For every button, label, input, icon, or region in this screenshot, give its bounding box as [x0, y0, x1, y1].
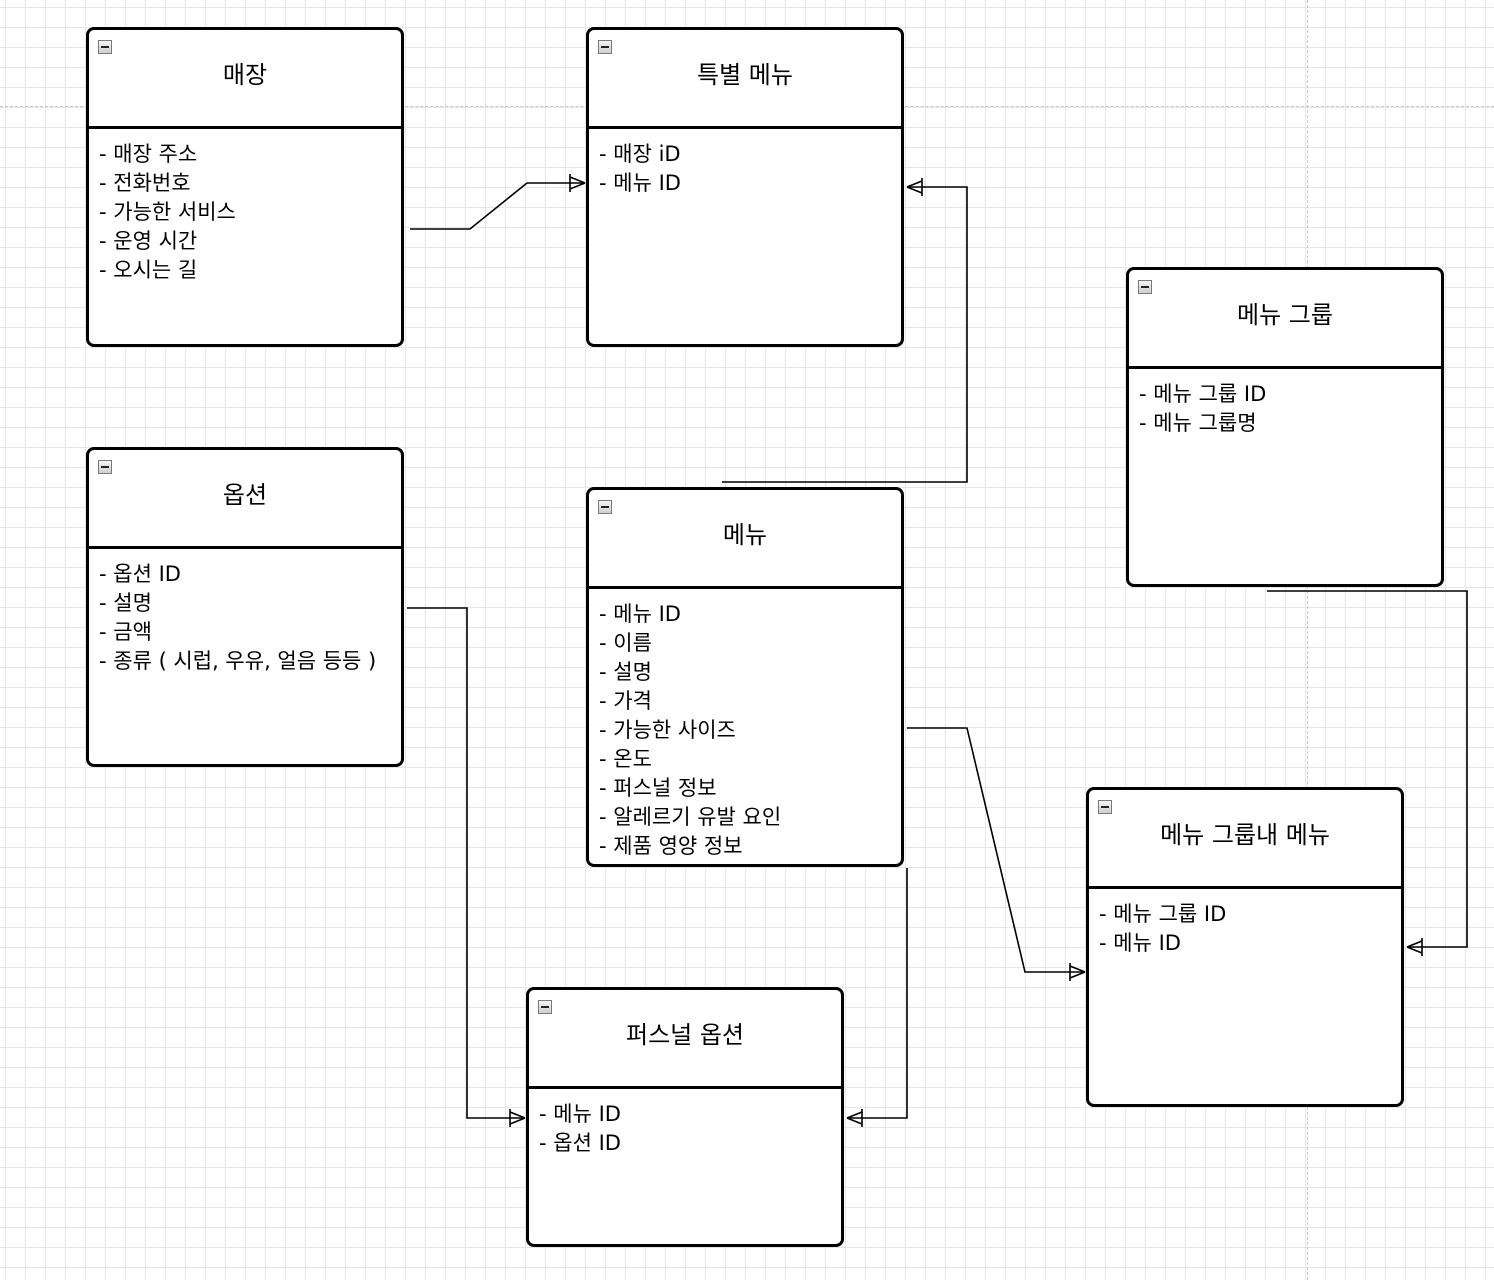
entity-option[interactable]: 옵션 - 옵션 ID - 설명 - 금액 - 종류 ( 시럽, 우유, 얼음 등…	[86, 447, 404, 767]
attribute: - 가격	[599, 689, 652, 713]
attribute: - 메뉴 그룹 ID	[1139, 382, 1267, 406]
edge-menu-group-menu-in-group[interactable]	[1267, 590, 1468, 956]
attribute: - 오시는 길	[99, 258, 198, 282]
edge-store-special-menu[interactable]	[410, 174, 586, 230]
attribute: - 메뉴 ID	[599, 171, 681, 195]
attribute: - 전화번호	[99, 171, 191, 195]
entity-title: 메뉴	[722, 521, 768, 549]
entity-attributes: - 매장 주소 - 전화번호 - 가능한 서비스 - 운영 시간 - 오시는 길	[99, 140, 397, 285]
attribute: - 제품 영양 정보	[599, 834, 743, 858]
edge-option-personal-option[interactable]	[407, 607, 526, 1127]
entity-special-menu[interactable]: 특별 메뉴 - 매장 iD - 메뉴 ID	[586, 27, 904, 347]
attribute: - 가능한 서비스	[99, 200, 236, 224]
edge-menu-menu-in-group[interactable]	[907, 727, 1086, 981]
attribute: - 금액	[99, 620, 152, 644]
entity-attributes: - 메뉴 ID - 이름 - 설명 - 가격 - 가능한 사이즈 - 온도 - …	[599, 600, 897, 861]
entity-header: 메뉴 그룹내 메뉴	[1089, 790, 1401, 889]
crows-foot-marker	[906, 178, 923, 196]
attribute: - 가능한 사이즈	[599, 718, 736, 742]
collapse-icon[interactable]	[598, 40, 612, 54]
crows-foot-marker	[569, 174, 586, 192]
crows-foot-marker	[846, 1109, 863, 1127]
entity-attributes: - 옵션 ID - 설명 - 금액 - 종류 ( 시럽, 우유, 얼음 등등 )	[99, 560, 397, 676]
entity-menu-group[interactable]: 메뉴 그룹 - 메뉴 그룹 ID - 메뉴 그룹명	[1126, 267, 1444, 587]
attribute: - 옵션 ID	[99, 562, 181, 586]
edge-menu-special-menu[interactable]	[722, 178, 968, 483]
attribute: - 설명	[599, 660, 652, 684]
attribute: - 메뉴 ID	[599, 602, 681, 626]
entity-title: 메뉴 그룹	[1237, 301, 1333, 329]
entity-header: 특별 메뉴	[589, 30, 901, 129]
entity-attributes: - 매장 iD - 메뉴 ID	[599, 140, 897, 198]
entity-menu-in-group[interactable]: 메뉴 그룹내 메뉴 - 메뉴 그룹 ID - 메뉴 ID	[1086, 787, 1404, 1107]
crows-foot-marker	[509, 1109, 526, 1127]
attribute: - 이름	[599, 631, 652, 655]
entity-attributes: - 메뉴 ID - 옵션 ID	[539, 1100, 837, 1158]
entity-header: 메뉴 그룹	[1129, 270, 1441, 369]
attribute: - 메뉴 ID	[539, 1102, 621, 1126]
entity-menu[interactable]: 메뉴 - 메뉴 ID - 이름 - 설명 - 가격 - 가능한 사이즈 - 온도…	[586, 487, 904, 867]
entity-attributes: - 메뉴 그룹 ID - 메뉴 ID	[1099, 900, 1397, 958]
entity-header: 옵션	[89, 450, 401, 549]
entity-title: 매장	[222, 61, 268, 89]
entity-title: 특별 메뉴	[697, 61, 793, 89]
entity-attributes: - 메뉴 그룹 ID - 메뉴 그룹명	[1139, 380, 1437, 438]
attribute: - 퍼스널 정보	[599, 776, 717, 800]
entity-title: 메뉴 그룹내 메뉴	[1160, 821, 1330, 849]
attribute: - 옵션 ID	[539, 1131, 621, 1155]
attribute: - 운영 시간	[99, 229, 198, 253]
entity-title: 퍼스널 옵션	[625, 1021, 745, 1049]
entity-title: 옵션	[222, 481, 268, 509]
attribute: - 알레르기 유발 요인	[599, 805, 782, 829]
entity-store[interactable]: 매장 - 매장 주소 - 전화번호 - 가능한 서비스 - 운영 시간 - 오시…	[86, 27, 404, 347]
attribute: - 종류 ( 시럽, 우유, 얼음 등등 )	[99, 649, 377, 673]
collapse-icon[interactable]	[98, 460, 112, 474]
entity-header: 메뉴	[589, 490, 901, 589]
collapse-icon[interactable]	[1098, 800, 1112, 814]
edge-menu-personal-option[interactable]	[846, 868, 908, 1127]
entity-personal-option[interactable]: 퍼스널 옵션 - 메뉴 ID - 옵션 ID	[526, 987, 844, 1247]
collapse-icon[interactable]	[598, 500, 612, 514]
crows-foot-marker	[1406, 938, 1423, 956]
attribute: - 메뉴 그룹명	[1139, 411, 1257, 435]
attribute: - 설명	[99, 591, 152, 615]
attribute: - 매장 iD	[599, 142, 681, 166]
collapse-icon[interactable]	[538, 1000, 552, 1014]
attribute: - 메뉴 ID	[1099, 931, 1181, 955]
entity-header: 매장	[89, 30, 401, 129]
entity-header: 퍼스널 옵션	[529, 990, 841, 1089]
attribute: - 온도	[599, 747, 652, 771]
collapse-icon[interactable]	[98, 40, 112, 54]
attribute: - 메뉴 그룹 ID	[1099, 902, 1227, 926]
collapse-icon[interactable]	[1138, 280, 1152, 294]
attribute: - 매장 주소	[99, 142, 198, 166]
crows-foot-marker	[1069, 963, 1086, 981]
page-break-vertical	[1307, 0, 1308, 1280]
